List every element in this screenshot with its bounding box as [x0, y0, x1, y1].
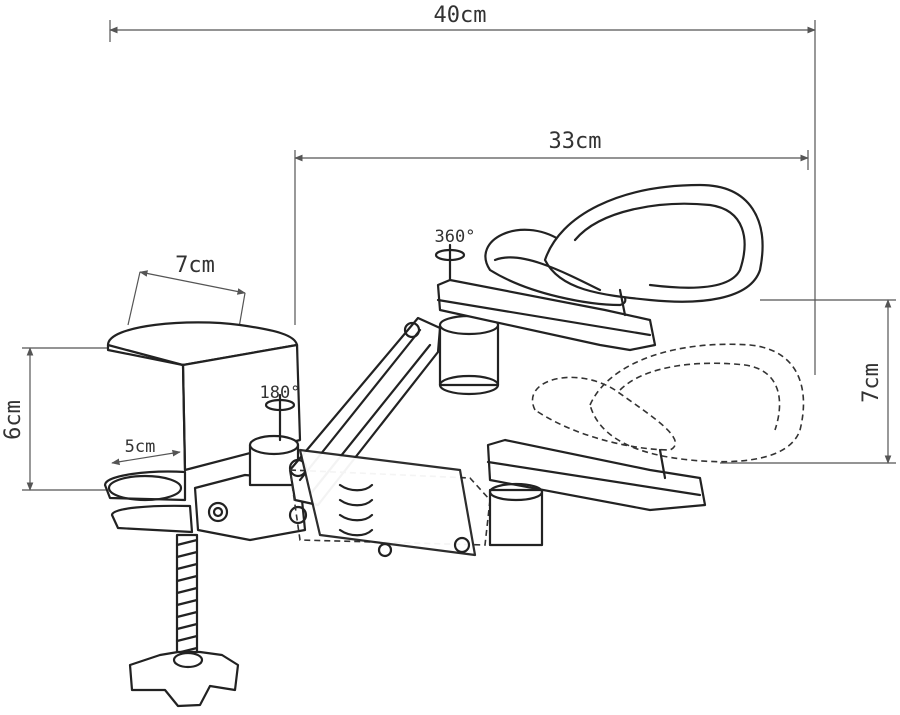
clamp-knob — [128, 650, 240, 708]
label-pad-swivel: 360° — [435, 227, 476, 247]
clamp-screw — [175, 533, 199, 662]
dimension-total-width: 40cm — [109, 3, 816, 375]
dimension-clamp-height: 6cm — [1, 347, 110, 491]
label-joint-swivel: 180° — [260, 383, 301, 403]
label-pad-height-range: 7cm — [859, 363, 884, 403]
label-total-width: 40cm — [434, 3, 487, 28]
label-arm-reach: 33cm — [549, 129, 602, 154]
label-clamp-depth: 7cm — [175, 253, 215, 278]
label-clamp-height: 6cm — [1, 400, 26, 440]
label-clamp-opening: 5cm — [125, 437, 156, 457]
arm-base-housing — [289, 448, 491, 558]
dimension-arm-reach: 33cm — [294, 129, 809, 325]
armrest-pad-lowered — [486, 343, 805, 547]
armrest-pad-raised — [436, 183, 764, 352]
dimension-clamp-depth: 7cm — [127, 253, 246, 346]
dimension-pad-height-range: 7cm — [720, 299, 896, 464]
spring-icon — [338, 483, 374, 537]
pad-swivel-column: 360° — [435, 227, 500, 396]
desk-clamp: 5cm — [103, 321, 307, 542]
